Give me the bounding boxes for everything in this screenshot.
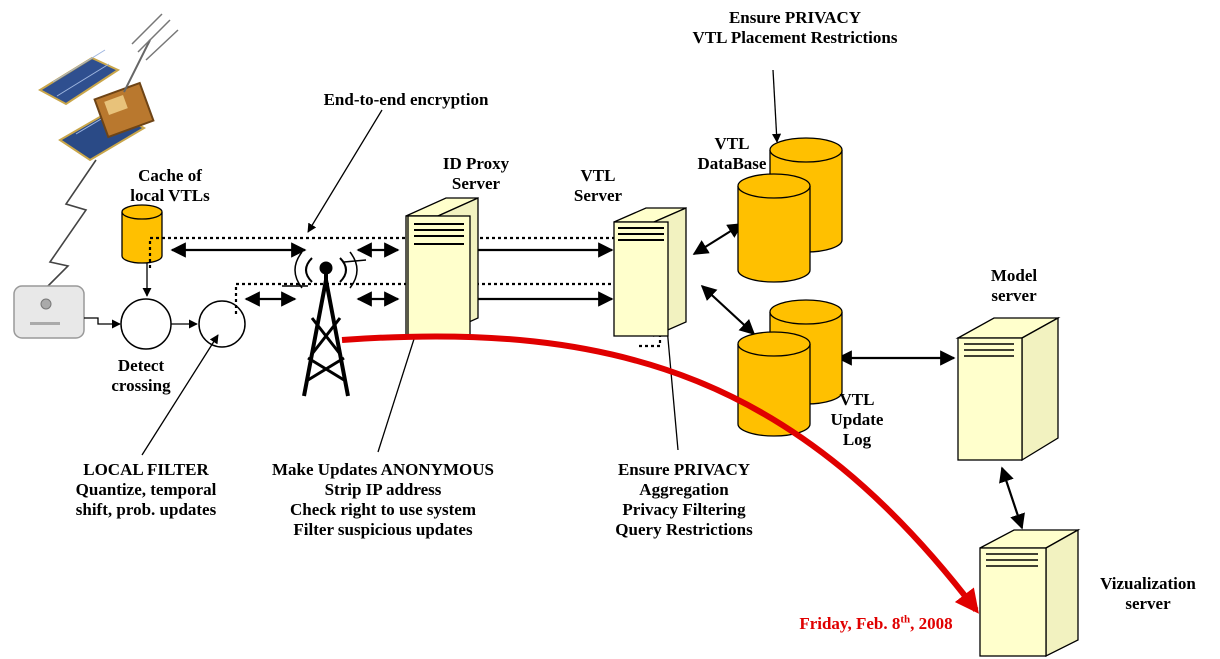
make-updates-label: Make Updates ANONYMOUS Strip IP address … [272, 460, 494, 539]
visualization-server-label: Vizualization server [1100, 574, 1196, 613]
satellite-icon [37, 13, 179, 162]
local-filter-label: LOCAL FILTER Quantize, temporal shift, p… [75, 460, 217, 519]
model-server-label: Model server [990, 266, 1038, 305]
detect-circle [120, 298, 172, 350]
ensure-privacy-top-label: Ensure PRIVACY VTL Placement Restriction… [692, 8, 898, 47]
gps-device-icon [13, 285, 85, 339]
end-to-end-label: End-to-end encryption [323, 90, 489, 109]
vtl-database-label: VTL DataBase [697, 134, 767, 173]
cache-label: Cache of local VTLs [130, 166, 210, 205]
lightning-icon [35, 159, 97, 299]
vtl-database [737, 137, 843, 283]
ensure-privacy-bottom-label: Ensure PRIVACY Aggregation Privacy Filte… [615, 460, 753, 539]
highlight-arrow [341, 333, 979, 614]
vtl-server [613, 207, 687, 337]
data-flow-arrows [170, 223, 1025, 530]
id-proxy-server [405, 196, 479, 338]
filter-circle [198, 300, 246, 348]
id-proxy-label: ID Proxy Server [442, 154, 510, 193]
date-label: Friday, Feb. 8th, 2008 [799, 613, 953, 633]
vtl-update-log [737, 299, 843, 437]
vtl-server-label: VTL Server [573, 166, 623, 205]
radio-tower-icon [282, 251, 367, 397]
detect-label: Detect crossing [111, 356, 171, 395]
cache-database [121, 204, 163, 264]
vtl-update-log-label: VTL Update Log [830, 390, 884, 449]
visualization-server [979, 528, 1081, 658]
model-server [955, 316, 1061, 462]
